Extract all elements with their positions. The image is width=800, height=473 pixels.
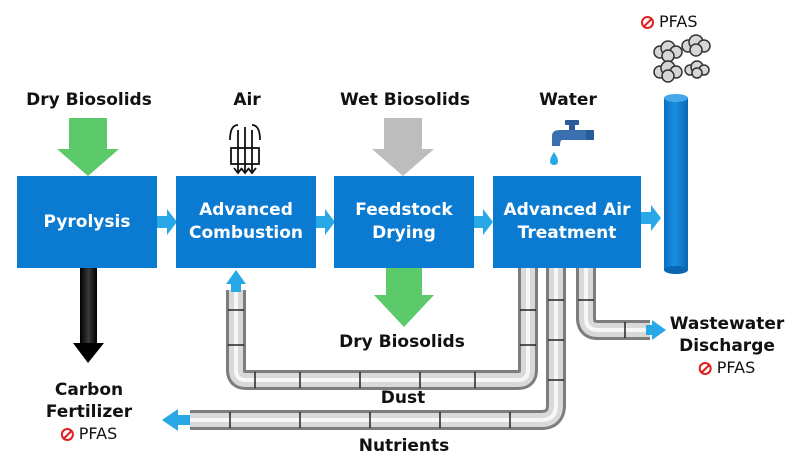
drying-label-line2: Drying xyxy=(372,223,436,243)
wet-biosolids-input-arrow xyxy=(372,118,434,176)
combustion-label-line2: Combustion xyxy=(189,223,303,243)
exhaust-stack xyxy=(664,94,688,274)
carbon-label-line1: Carbon xyxy=(54,380,124,400)
dust-label: Dust xyxy=(380,388,426,408)
carbon-label-line2: Fertilizer xyxy=(45,402,133,422)
air-treatment-label-line1: Advanced Air xyxy=(503,200,631,220)
air-input-label: Air xyxy=(233,90,261,110)
nutrients-arrow xyxy=(162,409,190,431)
flow-arrow-combustion-drying xyxy=(315,209,335,235)
air-treatment-box: Advanced Air Treatment xyxy=(493,176,641,268)
wastewater-discharge-label: Wastewater Discharge PFAS xyxy=(670,313,785,379)
air-treatment-label-line2: Treatment xyxy=(517,223,617,243)
wastewater-label-line2: Discharge xyxy=(679,336,775,356)
carbon-fertilizer-label: Carbon Fertilizer PFAS xyxy=(46,379,132,445)
pipe-wastewater xyxy=(576,268,650,340)
wastewater-no-pfas: PFAS xyxy=(670,357,785,379)
pipe-dust-return xyxy=(226,268,538,390)
drying-box: Feedstock Drying xyxy=(334,176,474,268)
pyrolysis-label: Pyrolysis xyxy=(43,211,131,232)
no-symbol-icon xyxy=(60,428,74,441)
pfas-label: PFAS xyxy=(659,12,698,31)
flow-arrow-airtreatment-stack xyxy=(641,205,661,231)
wet-biosolids-input-label: Wet Biosolids xyxy=(340,90,470,110)
wastewater-arrow xyxy=(646,320,666,340)
drying-label-line1: Feedstock xyxy=(355,200,453,220)
dry-biosolids-input-label: Dry Biosolids xyxy=(26,90,152,110)
pfas-label: PFAS xyxy=(716,358,756,377)
pipe-joints xyxy=(228,299,626,428)
combustion-box: Advanced Combustion xyxy=(176,176,316,268)
no-symbol-icon xyxy=(641,16,654,29)
wastewater-label-line1: Wastewater xyxy=(669,314,785,334)
dry-biosolids-input-arrow xyxy=(57,118,119,176)
dry-biosolids-output-label: Dry Biosolids xyxy=(339,332,465,352)
dust-return-arrow xyxy=(226,270,246,292)
flow-arrow-drying-airtreatment xyxy=(473,209,493,235)
combustion-label-line1: Advanced xyxy=(199,200,293,220)
carbon-no-pfas: PFAS xyxy=(46,423,132,445)
faucet-icon xyxy=(550,120,594,165)
smoke-cloud-icon xyxy=(653,34,711,83)
carbon-output-arrow xyxy=(73,268,104,363)
nutrients-label: Nutrients xyxy=(358,436,450,456)
no-symbol-icon xyxy=(698,362,712,375)
pipe-nutrients xyxy=(190,268,566,430)
pyrolysis-box: Pyrolysis xyxy=(17,176,157,268)
pfas-label: PFAS xyxy=(78,424,118,443)
flow-arrow-pyrolysis-combustion xyxy=(157,209,177,235)
air-intake-icon xyxy=(229,124,261,175)
dry-biosolids-output-arrow xyxy=(374,268,434,327)
water-input-label: Water xyxy=(539,90,597,110)
stack-no-pfas: PFAS xyxy=(641,12,697,32)
